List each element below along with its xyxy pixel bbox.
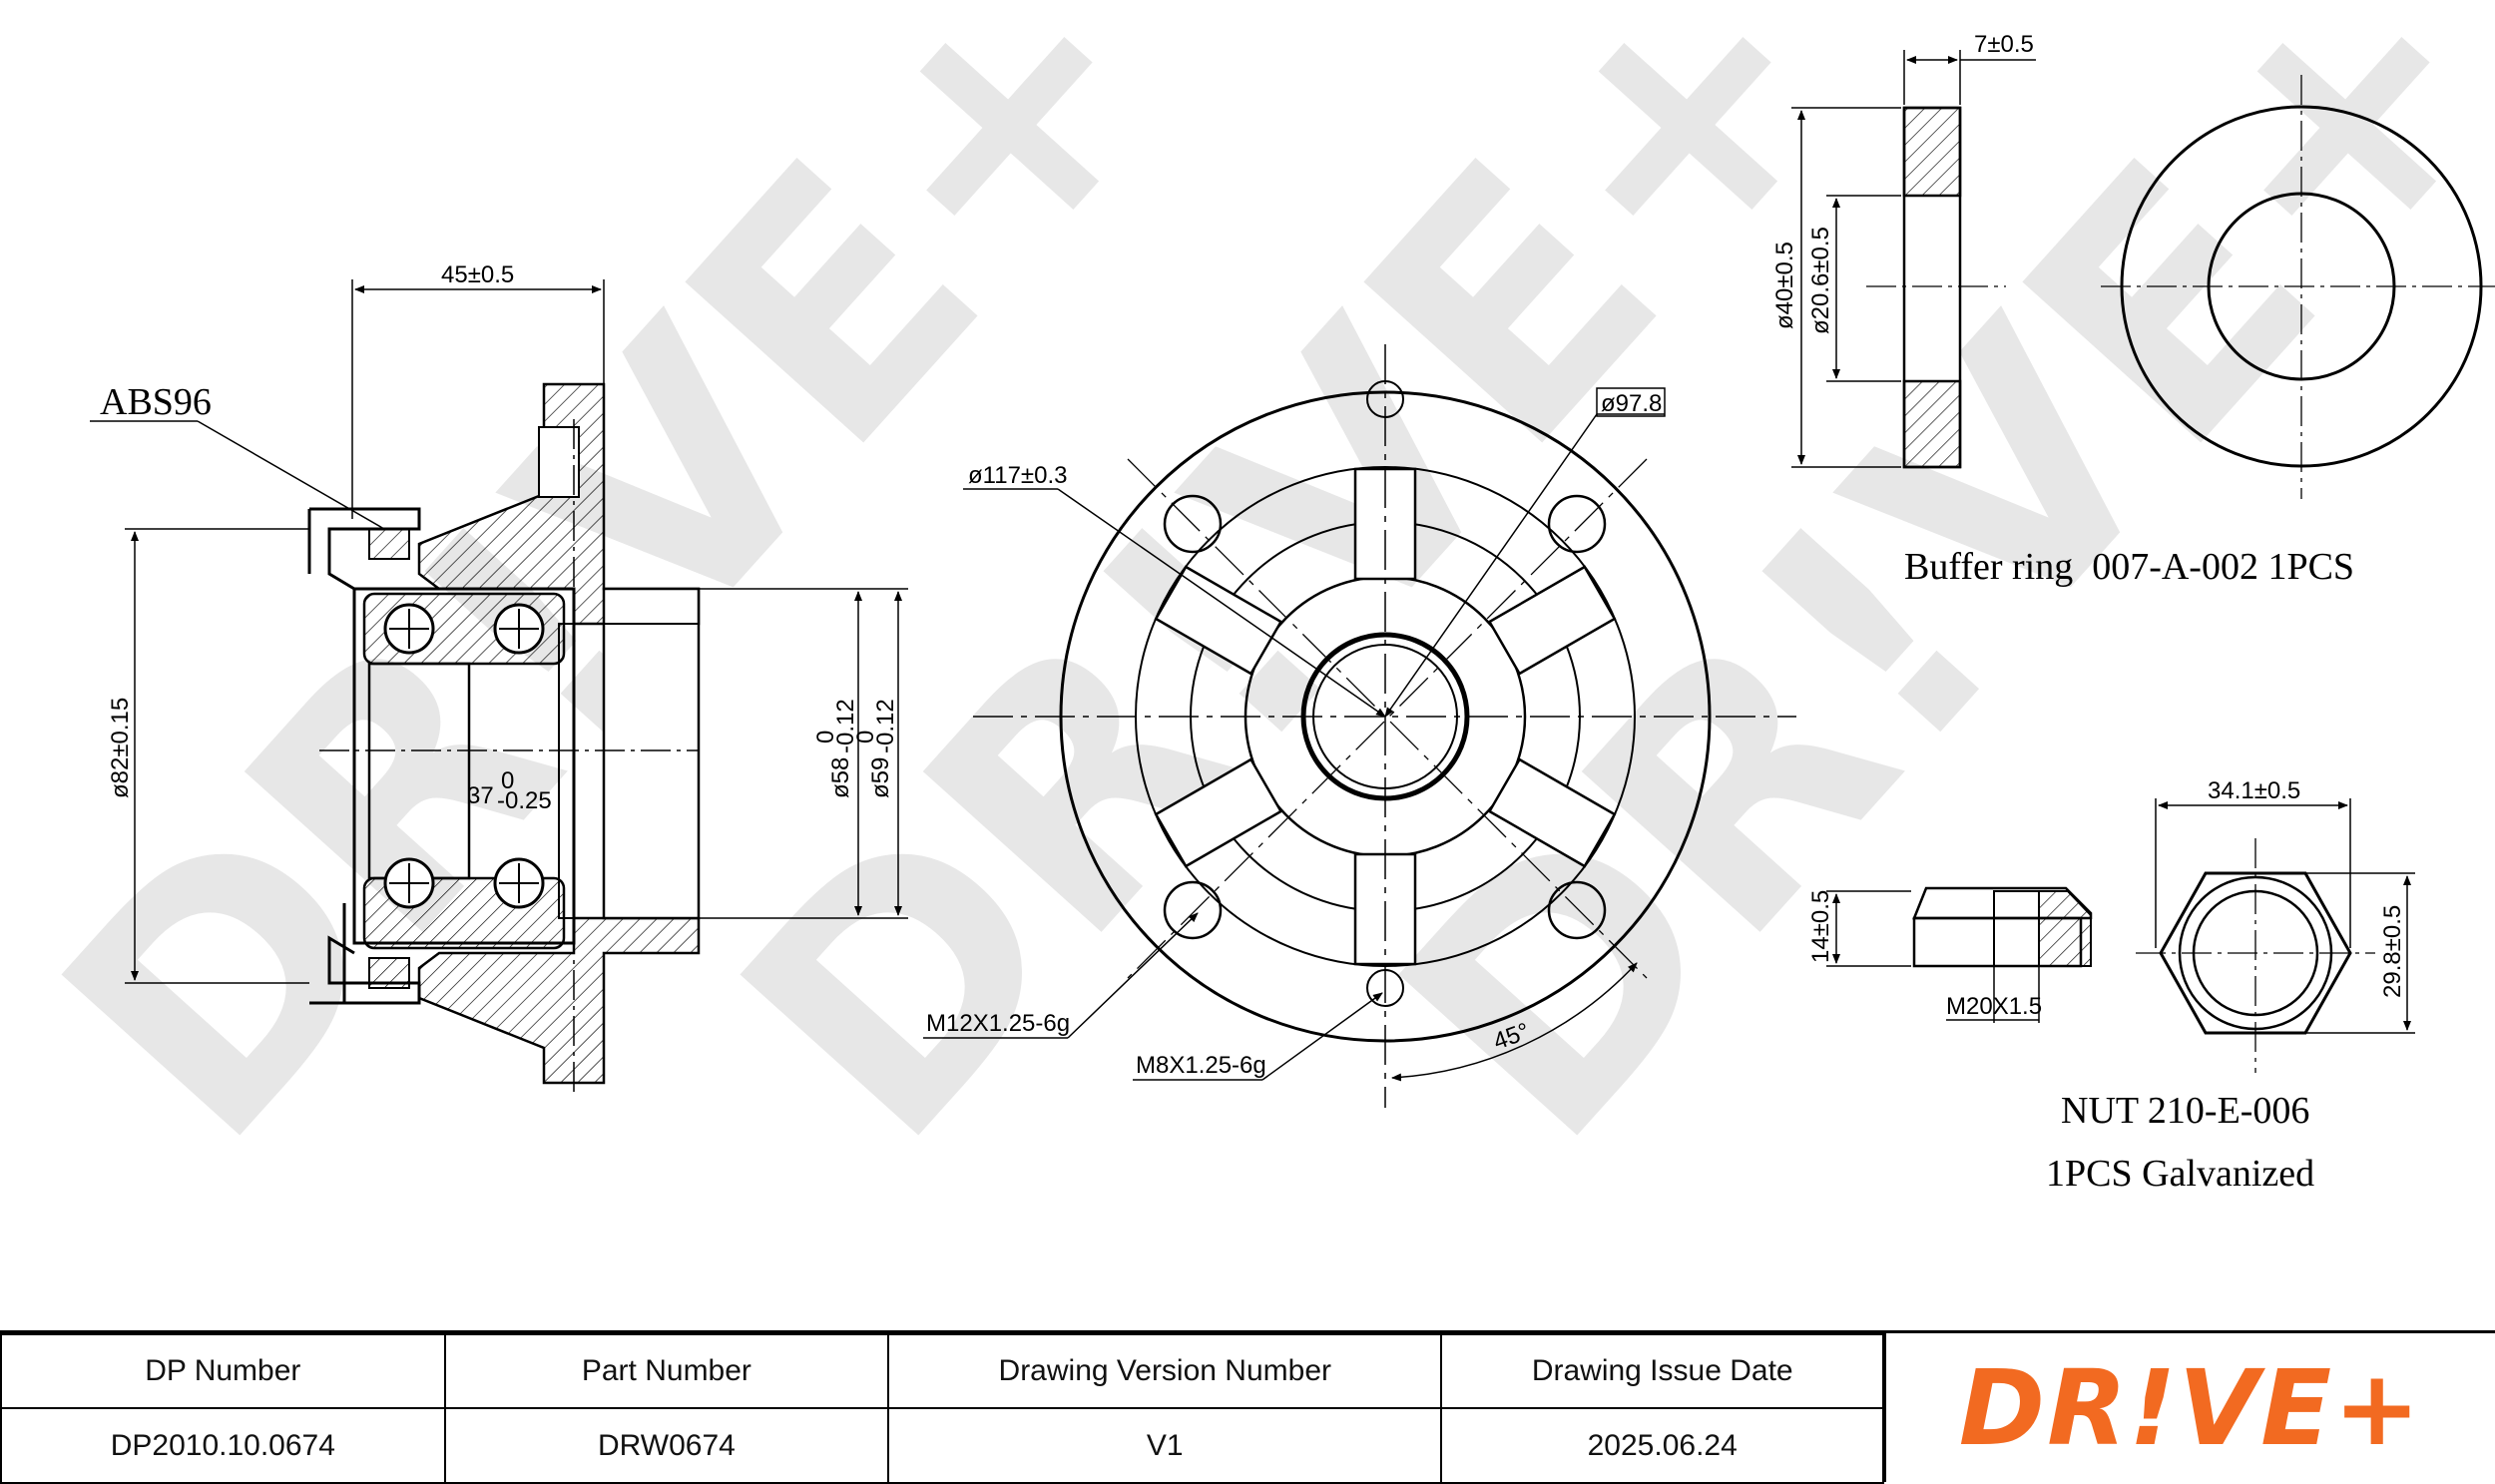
value-drawing-version: V1 bbox=[887, 1407, 1443, 1484]
flange-m8-thread: M8X1.25-6g bbox=[1136, 1052, 1266, 1079]
hub-width-dim: 45±0.5 bbox=[441, 261, 514, 288]
hub-dia58-dim: ø58 bbox=[827, 757, 854, 798]
header-dp-number: DP Number bbox=[0, 1333, 446, 1409]
buffer-ring-view: 7±0.5 ø40±0.5 ø20.6±0.5 Buffer ring 007-… bbox=[1771, 31, 2495, 588]
flange-dia978-dim: ø97.8 bbox=[1601, 390, 1662, 417]
hub-dia58-tol-lower: -0.12 bbox=[832, 699, 859, 753]
nut-label-line1: NUT 210-E-006 bbox=[2061, 1090, 2309, 1132]
value-issue-date: 2025.06.24 bbox=[1440, 1407, 1884, 1484]
buffer-thickness-dim: 7±0.5 bbox=[1974, 31, 2034, 58]
buffer-ring-label: Buffer ring 007-A-002 1PCS bbox=[1904, 546, 2354, 588]
hub-dia58-tol-upper: 0 bbox=[812, 731, 839, 743]
flange-dia117-dim: ø117±0.3 bbox=[968, 462, 1067, 489]
hub-dia82-dim: ø82±0.15 bbox=[107, 698, 134, 798]
nut-across-flats-dim: 29.8±0.5 bbox=[2379, 905, 2406, 998]
hub-inner37-tol-upper: 0 bbox=[501, 767, 514, 794]
buffer-dia40-dim: ø40±0.5 bbox=[1771, 242, 1798, 329]
hub-inner37-dim: 37 bbox=[467, 782, 494, 809]
header-part-number: Part Number bbox=[443, 1333, 890, 1409]
hub-dia59-dim: ø59 bbox=[867, 757, 894, 798]
nut-view: 14±0.5 M20X1.5 34.1±0.5 29.8±0.5 NUT 210… bbox=[1807, 777, 2415, 1195]
flange-front-view: ø117±0.3 ø97.8 M12X1.25-6g M8X1.25-6g 45… bbox=[923, 344, 1796, 1108]
brand-logo: DR!VE+ bbox=[1884, 1333, 2495, 1482]
hub-dia59-tol-upper: 0 bbox=[852, 731, 879, 743]
title-block: DP Number Part Number Drawing Version Nu… bbox=[0, 1330, 2495, 1484]
header-issue-date: Drawing Issue Date bbox=[1440, 1333, 1884, 1409]
brand-logo-text: DR!VE+ bbox=[1958, 1346, 2423, 1469]
nut-height-dim: 14±0.5 bbox=[1807, 890, 1834, 963]
nut-thread-dim: M20X1.5 bbox=[1946, 993, 2042, 1020]
nut-across-corners-dim: 34.1±0.5 bbox=[2208, 777, 2300, 804]
hub-dia59-tol-lower: -0.12 bbox=[872, 699, 899, 753]
value-dp-number: DP2010.10.0674 bbox=[0, 1407, 446, 1484]
hub-section-view: 45±0.5 ABS96 ø82±0.15 37 0 -0.25 ø58 0 -… bbox=[90, 261, 908, 1098]
value-part-number: DRW0674 bbox=[443, 1407, 890, 1484]
nut-label-line2: 1PCS Galvanized bbox=[2046, 1153, 2314, 1195]
title-block-table: DP Number Part Number Drawing Version Nu… bbox=[0, 1333, 1884, 1484]
buffer-dia206-dim: ø20.6±0.5 bbox=[1807, 227, 1834, 334]
header-drawing-version: Drawing Version Number bbox=[887, 1333, 1443, 1409]
hub-inner37-tol-lower: -0.25 bbox=[497, 787, 552, 814]
flange-m12-thread: M12X1.25-6g bbox=[926, 1010, 1070, 1037]
abs-label: ABS96 bbox=[100, 381, 212, 423]
technical-drawing: DR!VE+ DR!VE+ DR!VE+ bbox=[0, 0, 2495, 1210]
